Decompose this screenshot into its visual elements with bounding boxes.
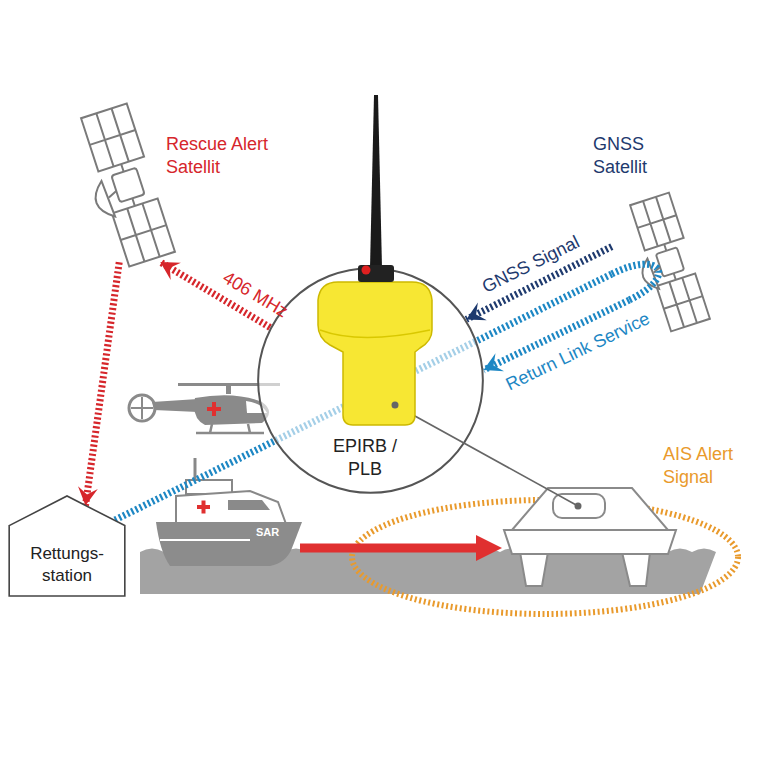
text-holder: Rettungs- station [12,543,122,587]
beacon-circle: EPIRB / PLB [257,267,484,494]
solar-panel [656,273,710,331]
panel-grid [656,273,710,331]
edge-label-holder: GNSS Signal [478,231,583,298]
signal-label: AIS Alert Signal [663,443,758,490]
text-holder: Rescue Alert Satellit [166,133,291,180]
node-title: GNSS Satellit [593,133,673,180]
edge-label-holder: Return Link Service [502,308,653,396]
arrow-head [160,262,181,280]
arrow-head [484,353,505,371]
raft-float [622,552,650,586]
panel-grid [81,103,144,171]
arrow-head [466,302,487,320]
raft-base [504,530,676,554]
tail-rotor-cross [131,397,153,419]
edge-label-holder: 406 MHz [218,267,291,322]
raft-canopy [512,488,668,530]
hull-stripe [160,539,250,541]
satellite-dish [91,180,116,220]
solar-panel [81,103,144,171]
leader-dot [392,402,399,409]
signal-link [86,262,120,505]
label-holder: SAR [256,525,296,539]
boat-marking: SAR [256,525,296,539]
beacon-body [318,282,432,425]
signal-label: GNSS Signal [478,231,583,298]
node-title: EPIRB / PLB [320,435,410,482]
panel-grid [112,199,175,267]
gnss-satellite-node: GNSS Satellit [612,192,708,300]
rescue-arrow [300,544,478,553]
leader-line [395,405,578,506]
rescue-arrow-head [476,535,502,561]
signal-label: 406 MHz [218,267,291,322]
skids [196,424,264,433]
rescue-satellite [70,103,175,270]
rescue-satellite-node: Rescue Alert Satellit [62,108,170,262]
raft-window [553,494,605,518]
helicopter-tail [152,399,198,412]
helicopter [129,383,280,433]
solar-panel [630,193,684,251]
return-link-loop [612,264,659,300]
node-title: Rescue Alert Satellit [166,133,291,180]
leader-dot [575,503,582,510]
red-cross [202,501,206,514]
text-holder: EPIRB / PLB [320,435,410,482]
house-shape [9,496,125,596]
helicopter-cabin [194,395,269,425]
beacon-antenna [370,95,382,268]
circle-shape [258,268,483,493]
text-holder: GNSS Satellit [593,133,673,180]
label-holder: AIS Alert Signal [663,443,758,490]
raft-float [520,552,548,586]
sar-boat [156,458,302,566]
boat-cabin [176,491,286,524]
life-raft [504,488,676,586]
rescue-station: Rettungs- station [8,495,126,597]
dish-feed [108,191,118,198]
beacon-button [362,266,371,275]
rotor-mast [226,385,231,394]
boat-hull [156,522,302,566]
satellite-body [111,168,144,203]
signal-label: Return Link Service [502,308,653,396]
tail-rotor [129,395,155,421]
beacon-collar [358,265,394,282]
node-title: Rettungs- station [12,543,122,587]
beacon-shoulder [320,330,430,338]
panel-grid [630,193,684,251]
red-cross [212,402,216,416]
solar-panel [112,199,175,267]
boat-window [228,500,270,510]
